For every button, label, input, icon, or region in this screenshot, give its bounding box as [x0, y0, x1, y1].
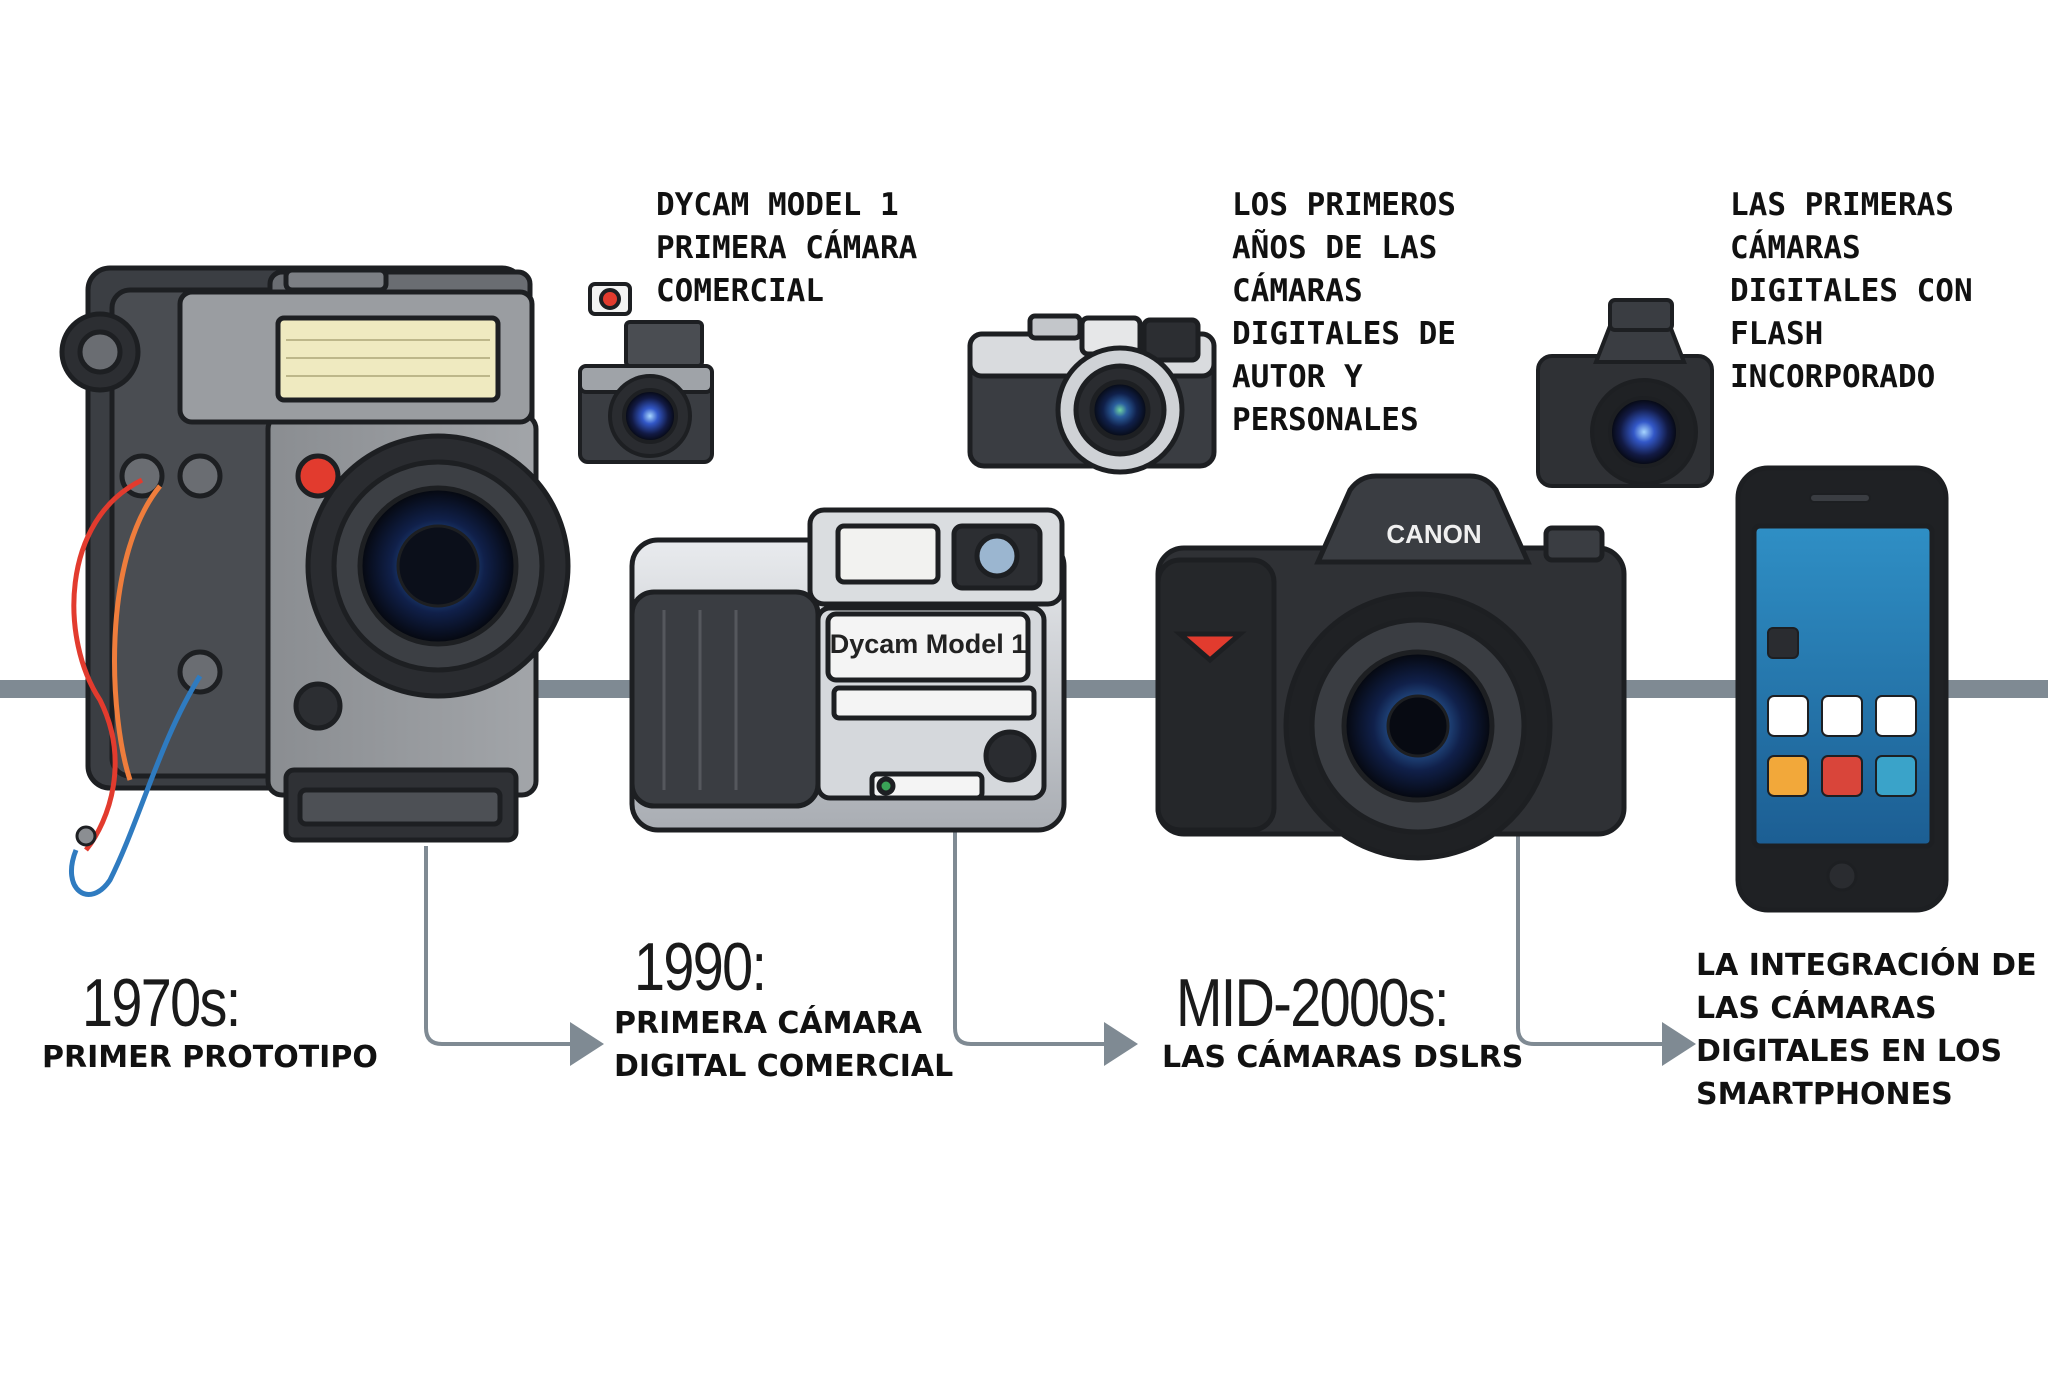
callout-early-personal-digital-cameras: LOS PRIMEROS AÑOS DE LAS CÁMARAS DIGITAL… [1232, 187, 1456, 438]
phone-app-icons [1767, 627, 1917, 797]
dslr-camera-illustration [1155, 473, 1627, 861]
small-flash-camera-illustration [1536, 298, 1714, 488]
era-label-mid-2000s: MID-2000s: [1176, 965, 1449, 1041]
era-label-1990: 1990: [634, 929, 767, 1005]
smartphone-illustration [1735, 465, 1949, 913]
callout-built-in-flash-cameras: LAS PRIMERAS CÁMARAS DIGITALES CON FLASH… [1730, 187, 1973, 395]
dslr-brand-text: CANON [1386, 519, 1481, 549]
small-dycam-camera-illustration [578, 282, 714, 464]
compact-silver-camera-illustration [967, 313, 1217, 475]
era-description-mid-2000s: LAS CÁMARAS DSLRS [1162, 1040, 1524, 1075]
connector-arrows [424, 820, 1662, 1046]
dycam-model-1-illustration [629, 507, 1067, 833]
era-description-1990: PRIMERA CÁMARA DIGITAL COMERCIAL [614, 1006, 954, 1084]
callout-dycam-model-1: DYCAM MODEL 1 PRIMERA CÁMARA COMERCIAL [656, 187, 918, 309]
era-description-smartphones: LA INTEGRACIÓN DE LAS CÁMARAS DIGITALES … [1696, 948, 2037, 1112]
era-description-1970s: PRIMER PROTOTIPO [42, 1040, 378, 1075]
prototype-camera-illustration [59, 265, 571, 843]
prototype-cables [69, 477, 203, 897]
era-label-1970s: 1970s: [82, 965, 241, 1041]
dycam-plate-text: Dycam Model 1 [830, 629, 1027, 659]
